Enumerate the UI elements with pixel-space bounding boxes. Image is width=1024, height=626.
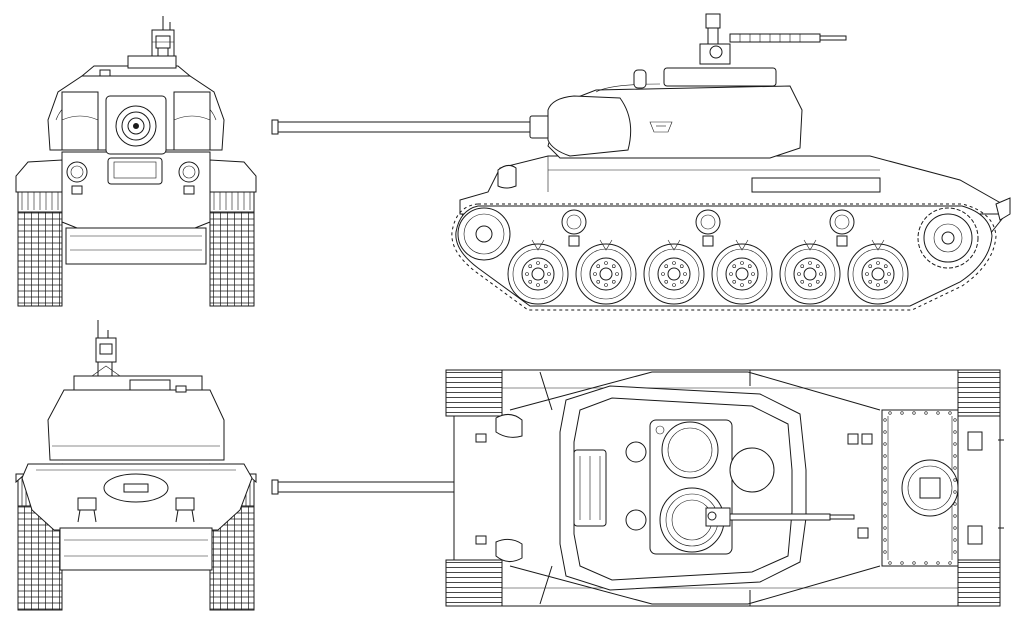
side-return-roller — [695, 209, 721, 247]
side-view — [271, 13, 1011, 311]
top-rivets — [883, 411, 957, 565]
side-suspension-arm — [531, 239, 545, 251]
top-aa-machine-gun — [705, 507, 855, 527]
side-return-roller — [829, 209, 855, 247]
side-drive-sprocket — [917, 207, 979, 269]
side-road-wheel — [711, 243, 773, 305]
front-view — [15, 16, 257, 307]
rear-aa-machine-gun — [91, 320, 121, 377]
top-ventilator — [729, 447, 775, 493]
side-main-gun — [271, 115, 551, 139]
front-headlight-left — [66, 161, 88, 183]
front-headlight-right — [178, 161, 200, 183]
side-suspension-arm — [871, 239, 885, 251]
side-suspension-arm — [735, 239, 749, 251]
side-idler-wheel — [457, 207, 511, 261]
side-aa-machine-gun — [699, 13, 847, 65]
side-road-wheel — [575, 243, 637, 305]
top-right-fender-rear — [957, 559, 1001, 607]
rear-view — [15, 320, 257, 611]
top-left-fender-front — [445, 369, 503, 417]
side-upper-hull — [459, 155, 1007, 215]
side-suspension-arm — [667, 239, 681, 251]
top-view — [271, 369, 1004, 607]
side-road-wheel — [847, 243, 909, 305]
rear-turret — [47, 389, 225, 461]
top-right-fender-front — [957, 369, 1001, 417]
side-suspension-arm — [803, 239, 817, 251]
side-return-roller — [561, 209, 587, 247]
side-road-wheel — [643, 243, 705, 305]
top-commander-cupola — [661, 421, 719, 479]
front-aa-machine-gun — [151, 16, 175, 57]
side-suspension-arm — [599, 239, 613, 251]
side-road-wheel — [507, 243, 569, 305]
side-road-wheel — [779, 243, 841, 305]
top-left-fender-rear — [445, 559, 503, 607]
side-running-gear — [507, 209, 909, 305]
side-track-links — [451, 203, 997, 311]
